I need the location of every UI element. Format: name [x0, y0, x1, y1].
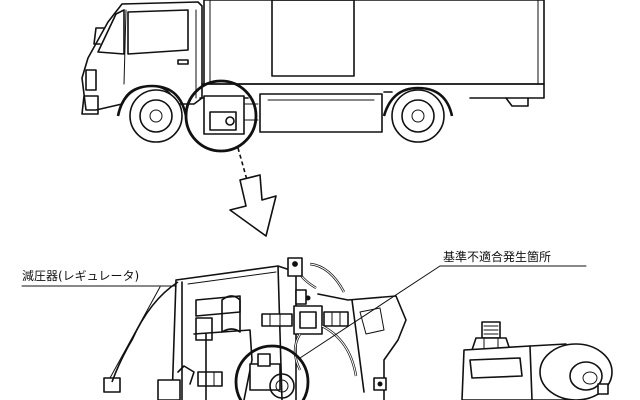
detail-top-connector — [287, 257, 303, 277]
defect-highlight-circle — [234, 344, 310, 400]
truck-rear-guard — [505, 97, 529, 107]
truck-fuel-tank — [259, 93, 383, 133]
detail-hose-end — [103, 377, 121, 393]
truck-door-handle — [177, 59, 189, 65]
truck-cargo-door — [271, 0, 355, 77]
part-stem-thread — [483, 325, 499, 335]
truck-front-bumper — [81, 69, 99, 115]
part-cylinder-boss — [569, 361, 603, 391]
truck-cargo-box — [203, 0, 545, 85]
detail-regulator-block — [261, 289, 349, 335]
truck-windshield — [97, 9, 125, 55]
detail-side-panel — [317, 293, 407, 400]
truck-rear-wheel — [382, 86, 454, 143]
part-cylinder-end — [539, 343, 613, 400]
part-bolt — [597, 383, 609, 395]
detail-side-bracket — [359, 307, 385, 335]
part-cylinder-hole — [582, 371, 598, 385]
label-defect-location: 基準不適合発生箇所 — [443, 250, 552, 264]
enlarged-part — [461, 321, 613, 400]
leader-dashed — [237, 147, 248, 181]
detail-frame — [171, 265, 297, 400]
leader-regulator — [109, 286, 161, 379]
truck-door — [123, 9, 197, 99]
down-arrow — [229, 174, 277, 237]
leader-defect — [299, 265, 587, 359]
truck-front-wheel — [116, 84, 188, 143]
truck — [81, 0, 545, 143]
detail-top-connector-pin — [292, 261, 298, 267]
truck-mirror — [93, 27, 105, 45]
label-regulator: 減圧器(レギュレータ) — [22, 269, 140, 283]
detail-regulator — [157, 379, 181, 400]
detail-regulator-hose — [111, 281, 179, 383]
part-body-face — [469, 357, 523, 379]
truck-cargo-posts — [209, 0, 539, 85]
truck-side-window — [127, 9, 189, 55]
part-cylinder-sides — [529, 343, 567, 400]
detail-fitting-right-bolt — [377, 381, 383, 387]
detail-frame-lip — [187, 271, 277, 285]
detail-defect-component — [249, 353, 295, 399]
detail-clamp — [221, 295, 241, 333]
detail-fitting-left — [197, 371, 223, 387]
truck-gas-unit — [203, 95, 259, 135]
detail-regulator-valve — [177, 365, 195, 385]
truck-highlight-circle — [184, 79, 258, 153]
detail-lower-pipe — [193, 329, 253, 400]
detail-assembly — [103, 257, 407, 400]
